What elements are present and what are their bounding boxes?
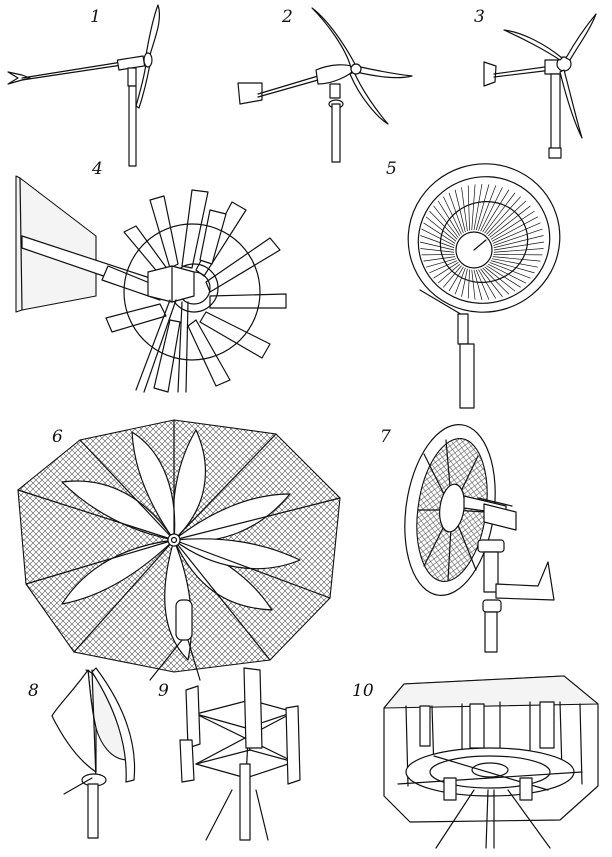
turbine-5: 5 <box>386 159 561 409</box>
disc-slat <box>448 266 464 292</box>
label-7: 7 <box>380 427 391 447</box>
label-10: 10 <box>352 681 374 701</box>
turbine-6: 6 <box>17 419 341 681</box>
disc-slat <box>437 200 461 237</box>
rotor-sails <box>61 429 301 661</box>
turbine-3: 3 <box>474 7 597 159</box>
disc-slat <box>425 216 457 242</box>
disc-slat <box>484 266 516 292</box>
disc-slat <box>492 222 541 244</box>
disc-slat <box>489 205 531 238</box>
disc-slat <box>420 235 455 249</box>
disc-slat <box>473 269 483 301</box>
disc-slat <box>443 265 462 288</box>
disc-slat <box>493 248 544 253</box>
drum-vanes <box>405 701 583 787</box>
disc-slat <box>484 192 516 234</box>
disc-slat <box>489 262 531 279</box>
disc-slat <box>482 267 510 295</box>
turbine-1: 1 <box>7 4 161 167</box>
turbine-2: 2 <box>237 7 413 163</box>
windmill-blades <box>101 189 287 393</box>
label-4: 4 <box>91 159 103 179</box>
turbine-4: 4 <box>15 159 287 393</box>
disc-slat <box>461 187 468 232</box>
disc-slat <box>443 196 462 235</box>
disc-slat <box>423 256 456 262</box>
disc-slat <box>486 265 521 288</box>
disc-slat <box>487 200 527 237</box>
disc-slat <box>454 267 466 295</box>
disc-slat <box>467 269 470 299</box>
disc-slat <box>433 262 459 279</box>
disc-slat <box>475 269 490 300</box>
rotor-arms <box>17 419 341 661</box>
disc-slat <box>419 241 455 251</box>
disc-slat <box>473 183 483 231</box>
disc-slat <box>437 263 461 284</box>
disc-slat <box>490 210 535 240</box>
label-1: 1 <box>90 7 101 27</box>
disc-slat <box>448 192 464 234</box>
label-2: 2 <box>281 7 293 27</box>
label-8: 8 <box>28 681 39 701</box>
disc-slat <box>480 268 503 297</box>
disc-slat <box>480 187 503 232</box>
disc-slat <box>467 185 470 231</box>
turbine-9: 9 <box>158 667 301 841</box>
disc-slat <box>493 228 543 246</box>
disc-slat <box>493 241 545 251</box>
disc-slat <box>433 205 459 238</box>
disc-slat <box>420 248 455 253</box>
disc-slat <box>492 256 541 262</box>
disc-slat <box>493 235 544 249</box>
disc-slat <box>471 184 476 231</box>
disc-slat <box>461 268 468 297</box>
label-9: 9 <box>158 681 169 701</box>
disc-slat <box>429 260 458 274</box>
disc-slat <box>478 185 497 231</box>
disc-slat <box>490 260 535 274</box>
disc-slat <box>486 196 521 235</box>
turbine-8: 8 <box>28 667 136 839</box>
disc-slat <box>454 189 466 233</box>
disc-slat <box>475 184 490 231</box>
turbine-10: 10 <box>352 675 599 849</box>
label-3: 3 <box>474 7 485 27</box>
disc-slats <box>419 183 545 301</box>
disc-slat <box>491 216 539 242</box>
label-6: 6 <box>52 427 63 447</box>
disc-slat <box>491 258 538 268</box>
disc-slat <box>482 189 510 233</box>
turbine-7: 7 <box>380 424 555 653</box>
disc-slat <box>487 263 526 284</box>
disc-slat <box>471 269 476 300</box>
disc-slat <box>426 258 457 268</box>
disc-slat <box>478 269 497 299</box>
disc-slat <box>421 228 455 246</box>
disc-slat <box>423 222 456 244</box>
disc-slat <box>429 210 458 240</box>
label-5: 5 <box>386 159 397 179</box>
